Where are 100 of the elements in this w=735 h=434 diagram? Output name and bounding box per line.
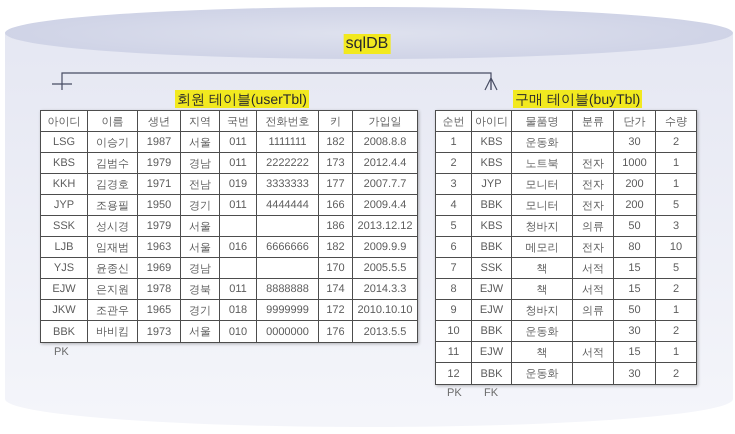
table-cell: 경기 [181,300,220,321]
table-cell: 30 [614,321,656,342]
table-cell: BBK [41,321,88,342]
table-cell: 200 [614,174,656,195]
table-cell: KKH [41,174,88,195]
table-cell: KBS [472,132,512,153]
table-cell: 011 [220,153,257,174]
table-cell: 8888888 [257,279,319,300]
table-cell: EJW [472,300,512,321]
table-cell: 경북 [181,279,220,300]
table-cell: 9 [436,300,472,321]
table-cell: 서울 [181,216,220,237]
table-cell: 서울 [181,237,220,258]
table-cell: 전자 [573,174,614,195]
table-cell-text: 2013.5.5 [362,324,408,340]
table-cell: 서적 [573,279,614,300]
table-cell: JKW [41,300,88,321]
table-cell: 서울 [181,132,220,153]
table-cell: 2009.9.9 [353,237,417,258]
table-cell: 1979 [138,153,181,174]
table-cell: KBS [41,153,88,174]
table-cell: SSK [472,258,512,279]
table-cell: 173 [319,153,353,174]
table-cell: 2 [656,279,696,300]
table-cell: 011 [220,132,257,153]
table-cell: 0000000 [257,321,319,342]
table-cell: 3 [436,174,472,195]
table-cell: 30 [614,363,656,384]
table-cell: 1 [656,153,696,174]
database-name: sqlDB [344,34,390,54]
table-cell: LSG [41,132,88,153]
column-header: 분류 [573,111,614,132]
table-cell: KBS [472,216,512,237]
table-cell: 018 [220,300,257,321]
table-cell: 2 [656,132,696,153]
table-cell: 5 [436,216,472,237]
table-cell: 15 [614,258,656,279]
table-cell: BBK [472,321,512,342]
column-header: 물품명 [512,111,573,132]
table-cell: 30 [614,132,656,153]
table-cell: 메모리 [512,237,573,258]
table-cell: 2013.12.12 [353,216,417,237]
table-cell: KBS [472,153,512,174]
table-cell: 전남 [181,174,220,195]
table-cell: 5 [656,258,696,279]
table-cell: 모니터 [512,174,573,195]
table-cell: 4 [436,195,472,216]
table-cell: 1000 [614,153,656,174]
column-header: 가입일 [353,111,417,132]
table-cell: 1 [656,174,696,195]
table-cell: 10 [436,321,472,342]
table-cell: 서울 [181,321,220,342]
table-title: 구매 테이블(buyTbl) [513,90,642,108]
table-cell: 3 [656,216,696,237]
table-cell: BBK [472,195,512,216]
table-cell: 182 [319,237,353,258]
table-cell: 1969 [138,258,181,279]
table-cell: 15 [614,342,656,363]
table-cell: 1963 [138,237,181,258]
table-cell: 서적 [573,342,614,363]
table-cell: 김경호 [88,174,138,195]
table-cell: 2007.7.7 [353,174,417,195]
table-cell: 4444444 [257,195,319,216]
table-cell: BBK [472,237,512,258]
table-cell: 019 [220,174,257,195]
table-cell: 166 [319,195,353,216]
table-cell: 은지원 [88,279,138,300]
table-cell: EJW [41,279,88,300]
table-cell: 책 [512,342,573,363]
table-cell: 186 [319,216,353,237]
table-cell: 174 [319,279,353,300]
table-cell: 경남 [181,258,220,279]
table-cell-text: 2 [672,366,680,382]
table-cell: 1 [656,342,696,363]
column-header: 키 [319,111,353,132]
table-cell: 170 [319,258,353,279]
table-cell: 모니터 [512,195,573,216]
column-header: 지역 [181,111,220,132]
table-cell: 10 [656,237,696,258]
table-cell: 운동화 [512,363,573,384]
table-cell: 전자 [573,153,614,174]
table-cell: 경기 [181,195,220,216]
table-cell: 11 [436,342,472,363]
table-cell: 8 [436,279,472,300]
table-cell: 경남 [181,153,220,174]
column-header: 아이디 [472,111,512,132]
column-header: 아이디 [41,111,88,132]
table-cell: 7 [436,258,472,279]
table-cell: 조용필 [88,195,138,216]
table-cell: 전자 [573,237,614,258]
key-label: PK [54,346,69,359]
table-cell: 조관우 [88,300,138,321]
column-header: 국번 [220,111,257,132]
table-cell: 016 [220,237,257,258]
table-cell: 1965 [138,300,181,321]
table-cell: 15 [614,279,656,300]
column-header: 이름 [88,111,138,132]
key-label: FK [484,387,498,400]
table-cell: 1 [656,300,696,321]
table-title: 회원 테이블(userTbl) [175,90,309,108]
